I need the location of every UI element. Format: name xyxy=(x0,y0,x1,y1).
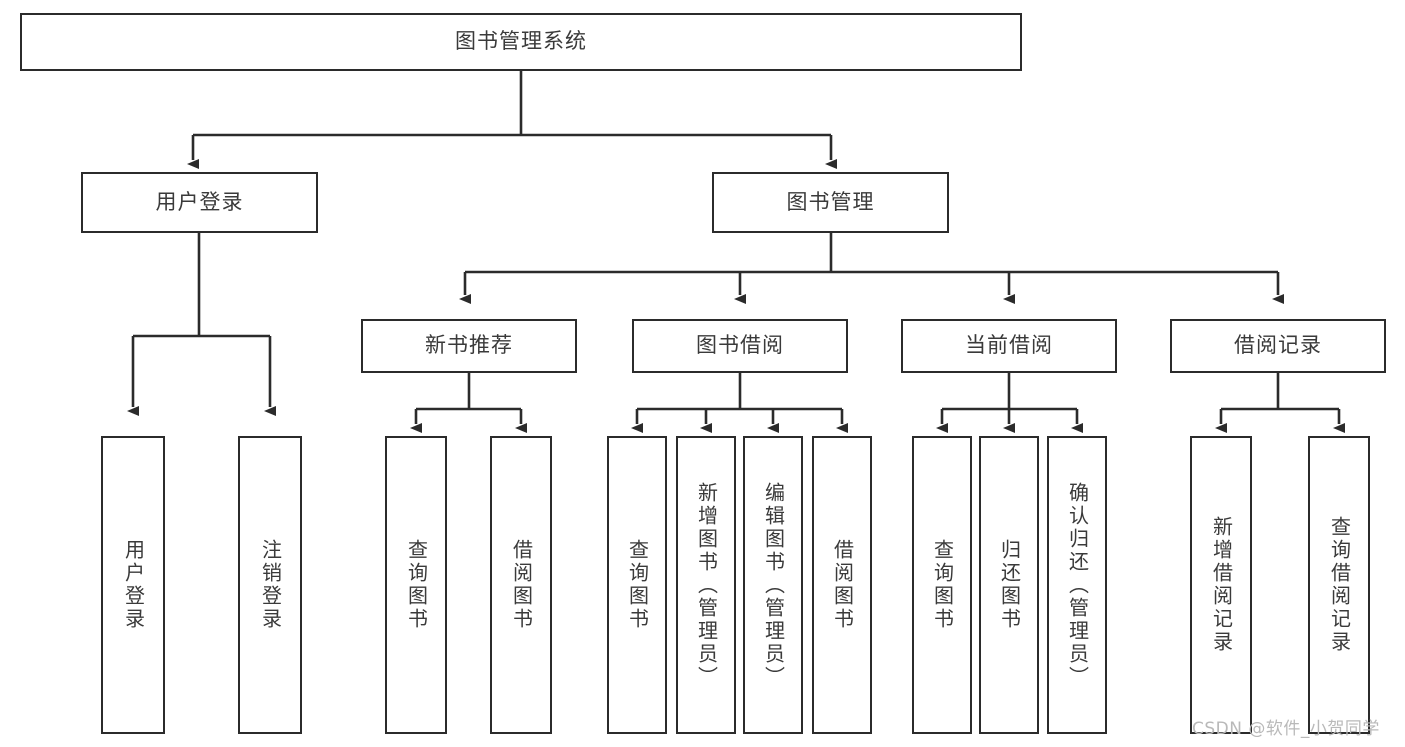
leaf-borrow-add-book-admin[interactable]: 新增图书（管理员） xyxy=(676,436,736,734)
watermark-text: CSDN @软件_小贺同学 xyxy=(1192,719,1380,739)
leaf-borrow-query-book[interactable]: 查询图书 xyxy=(607,436,667,734)
node-book-borrow[interactable]: 图书借阅 xyxy=(632,319,848,373)
node-user-login[interactable]: 用户登录 xyxy=(81,172,318,233)
node-label: 借阅图书 xyxy=(830,539,855,631)
node-label: 查询图书 xyxy=(625,539,650,631)
leaf-user-login-login[interactable]: 用户登录 xyxy=(101,436,165,734)
node-book-management[interactable]: 图书管理 xyxy=(712,172,949,233)
node-current-borrow[interactable]: 当前借阅 xyxy=(901,319,1117,373)
node-label: 新增借阅记录 xyxy=(1209,516,1234,654)
leaf-current-return-book[interactable]: 归还图书 xyxy=(979,436,1039,734)
node-label: 新增图书（管理员） xyxy=(694,481,719,689)
node-label: 当前借阅 xyxy=(965,333,1053,358)
node-label: 图书借阅 xyxy=(696,333,784,358)
node-label: 借阅记录 xyxy=(1234,333,1322,358)
leaf-borrow-borrow-book[interactable]: 借阅图书 xyxy=(812,436,872,734)
leaf-current-query-book[interactable]: 查询图书 xyxy=(912,436,972,734)
node-label: 确认归还（管理员） xyxy=(1065,481,1090,689)
leaf-current-confirm-return-admin[interactable]: 确认归还（管理员） xyxy=(1047,436,1107,734)
node-label: 用户登录 xyxy=(121,539,146,631)
node-label: 查询借阅记录 xyxy=(1327,516,1352,654)
node-label: 新书推荐 xyxy=(425,333,513,358)
node-label: 图书管理 xyxy=(786,189,875,214)
node-label: 查询图书 xyxy=(930,539,955,631)
leaf-new-book-query[interactable]: 查询图书 xyxy=(385,436,447,734)
node-borrow-records[interactable]: 借阅记录 xyxy=(1170,319,1386,373)
node-label: 查询图书 xyxy=(404,539,429,631)
node-label: 借阅图书 xyxy=(509,539,534,631)
node-new-book-recommend[interactable]: 新书推荐 xyxy=(361,319,577,373)
leaf-records-query-record[interactable]: 查询借阅记录 xyxy=(1308,436,1370,734)
leaf-records-add-record[interactable]: 新增借阅记录 xyxy=(1190,436,1252,734)
leaf-user-login-logout[interactable]: 注销登录 xyxy=(238,436,302,734)
node-label: 编辑图书（管理员） xyxy=(761,481,786,689)
node-label: 注销登录 xyxy=(258,539,283,631)
node-root-system[interactable]: 图书管理系统 xyxy=(20,13,1022,71)
node-label: 归还图书 xyxy=(997,539,1022,631)
leaf-new-book-borrow[interactable]: 借阅图书 xyxy=(490,436,552,734)
node-label: 图书管理系统 xyxy=(455,29,587,54)
node-label: 用户登录 xyxy=(155,189,244,214)
leaf-borrow-edit-book-admin[interactable]: 编辑图书（管理员） xyxy=(743,436,803,734)
